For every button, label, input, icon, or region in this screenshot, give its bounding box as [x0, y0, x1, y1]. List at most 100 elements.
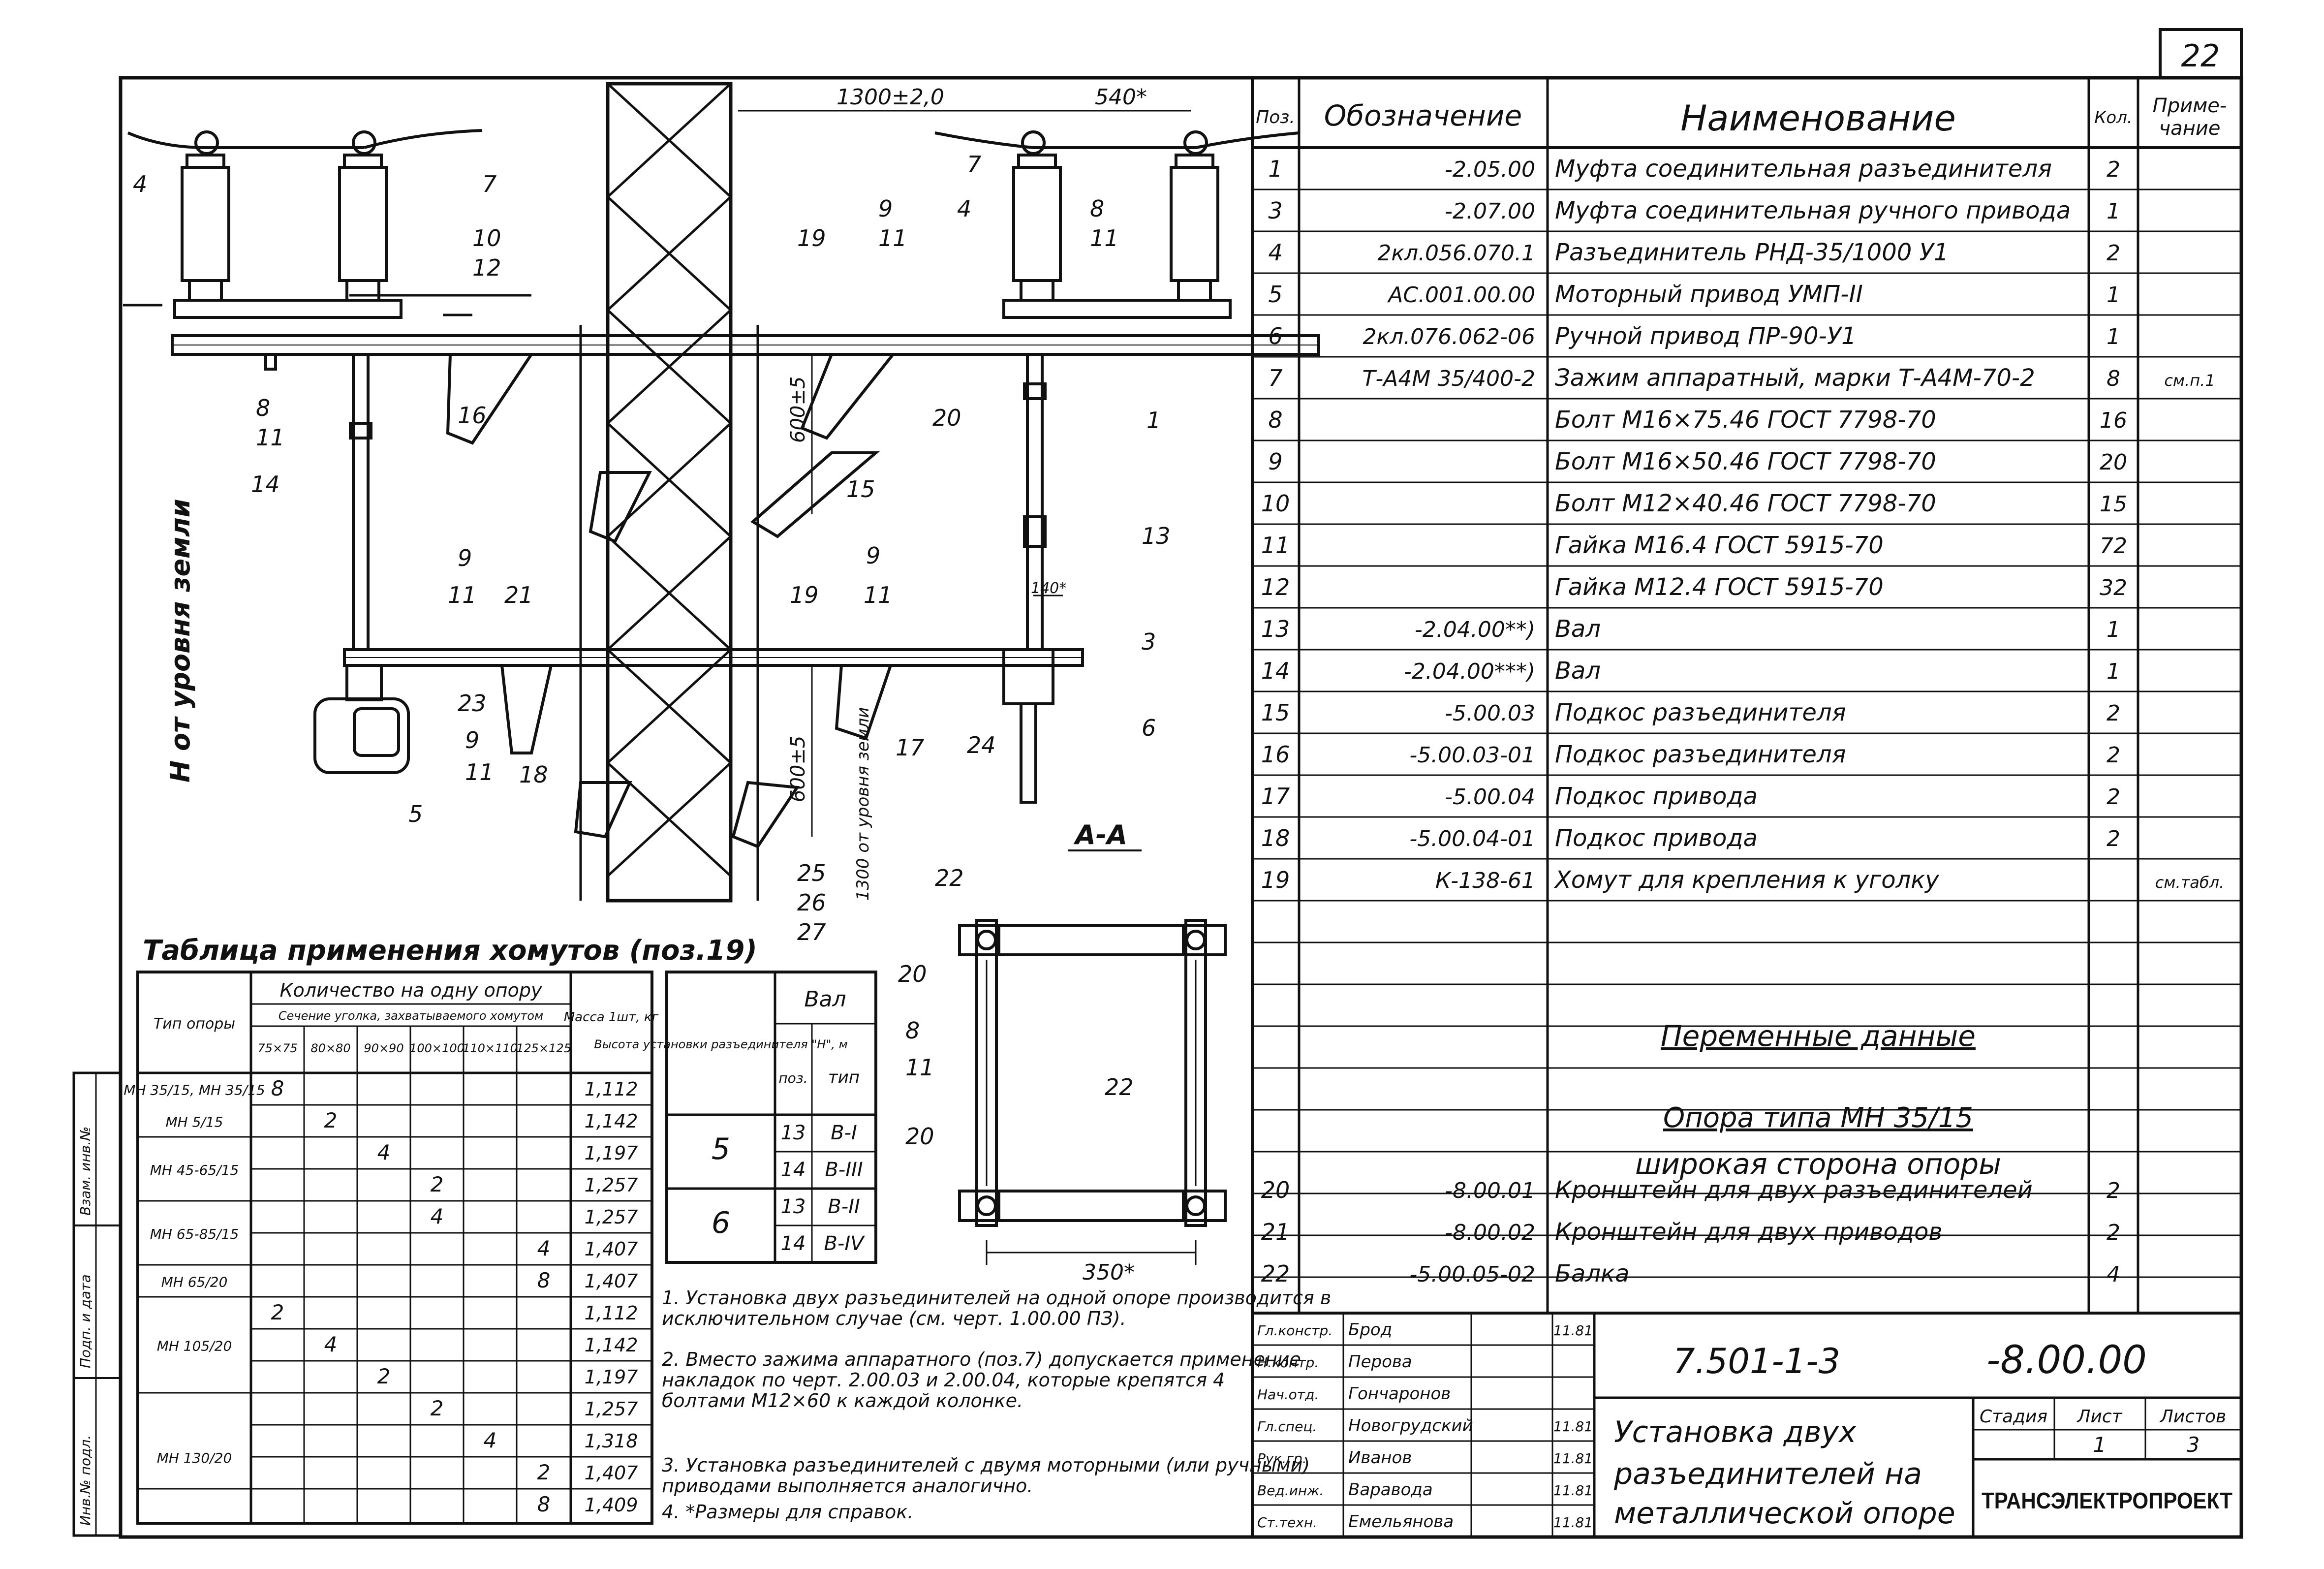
tb-person: Брод: [1348, 1320, 1392, 1340]
shaft-pos: 14: [781, 1232, 806, 1255]
struts: [264, 353, 897, 848]
spec-pos: 20: [1261, 1177, 1290, 1203]
spec-qty: 72: [2100, 533, 2127, 559]
clamp-table-title: Таблица применения хомутов (поз.19): [143, 935, 757, 967]
spec-designation: -5.00.05-02: [1409, 1262, 1535, 1287]
spec-name: Разъединитель РНД-35/1000 У1: [1555, 239, 1949, 266]
callout: 9: [458, 545, 472, 571]
tb-role: Ст.техн.: [1257, 1514, 1317, 1531]
spec-pos: 12: [1261, 574, 1290, 600]
dimension-lines: [738, 110, 1191, 837]
section-a-a: [958, 919, 1227, 1265]
disconnector-left: [127, 129, 483, 319]
sheet-label: Лист: [2076, 1407, 2122, 1427]
stamp-text-3: Инв.№ подл.: [77, 1435, 93, 1526]
spec-pos: 9: [1268, 448, 1282, 475]
stamp-text-1: Взам. инв.№: [77, 1127, 93, 1216]
spec-note: см.п.1: [2164, 371, 2215, 390]
spec-name: Болт М12×40.46 ГОСТ 7798-70: [1555, 490, 1936, 517]
spec-pos: 4: [1268, 239, 1282, 266]
spec-name: Подкос привода: [1555, 824, 1758, 852]
callout: 11: [1090, 225, 1119, 251]
clamp-type: МН 35/15, МН 35/15: [124, 1082, 265, 1098]
clamp-col-mass: Масса 1шт, кг: [564, 1010, 659, 1025]
tb-role: Вед.инж.: [1257, 1482, 1324, 1499]
callout: 9: [878, 195, 893, 222]
dim-600-1: 600±5: [787, 377, 809, 443]
spec-pos: 5: [1268, 281, 1282, 308]
clamp-qty: 2: [537, 1460, 551, 1484]
spec-pos: 1: [1268, 156, 1282, 182]
callout: 9: [465, 727, 479, 753]
tb-person: Перова: [1348, 1352, 1412, 1372]
tb-date: 11.81: [1553, 1514, 1593, 1531]
clamp-section: 80×80: [310, 1041, 350, 1055]
clamp-mass: 1,142: [585, 1334, 638, 1356]
callout: 10: [472, 225, 501, 251]
callout: 15: [846, 476, 875, 502]
notes: 1. Установка двух разъединителей на одно…: [662, 1287, 1331, 1523]
clamp-qty: 4: [377, 1140, 391, 1164]
spec-name: Подкос разъединителя: [1555, 741, 1846, 768]
callout: 22: [1105, 1074, 1134, 1100]
tb-date: 11.81: [1553, 1322, 1593, 1339]
sheet-number: 22: [2181, 38, 2220, 74]
disconnector-right: [934, 130, 1300, 319]
motor-drive: [313, 664, 410, 774]
spec-name: Гайка М12.4 ГОСТ 5915-70: [1555, 573, 1884, 601]
dim-top-2: 540*: [1095, 85, 1147, 110]
support-type: Опора типа МН 35/15: [1663, 1102, 1973, 1134]
clamp-table: Таблица применения хомутов (поз.19) Тип …: [124, 935, 757, 1525]
spec-qty: 2: [2107, 701, 2120, 726]
spec-name: Муфта соединительная разъединителя: [1555, 155, 2052, 183]
shaft-pos: 13: [781, 1122, 806, 1144]
callout: 19: [790, 582, 819, 608]
wide-side-label: широкая сторона опоры: [1635, 1147, 2001, 1181]
spec-designation: Т-А4М 35/400-2: [1363, 366, 1535, 391]
note: 4. *Размеры для справок.: [662, 1501, 913, 1523]
spec-pos: 22: [1261, 1260, 1290, 1287]
spec-pos: 6: [1268, 323, 1282, 349]
ground-text: Н от уровня земли: [165, 499, 196, 783]
spec-name: Муфта соединительная ручного привода: [1555, 197, 2071, 224]
clamp-qty: 2: [431, 1396, 444, 1420]
spec-pos: 8: [1268, 407, 1282, 433]
shaft-type: В-I: [831, 1122, 857, 1144]
spec-qty: 32: [2100, 575, 2127, 600]
callout: 1: [1147, 407, 1161, 434]
spec-qty: 20: [2100, 450, 2127, 475]
spec-qty: 2: [2107, 826, 2120, 851]
callout: 12: [472, 254, 501, 281]
clamp-section: 100×100: [409, 1041, 465, 1055]
callout: 4: [133, 171, 147, 197]
spec-qty: 15: [2100, 492, 2127, 517]
callout: 11: [864, 582, 893, 608]
tb-role: Рук.гр.: [1257, 1450, 1307, 1467]
clamp-qty: 8: [537, 1268, 551, 1292]
callout: 11: [448, 582, 477, 608]
spec-name: Подкос привода: [1555, 783, 1758, 810]
spec-designation: -2.04.00**): [1415, 617, 1535, 642]
dim-top: 1300±2,0: [837, 85, 944, 110]
spec-designation: АС.001.00.00: [1387, 282, 1535, 308]
spec-header-qty: Кол.: [2094, 108, 2132, 127]
spec-qty: 1: [2107, 199, 2120, 224]
sheet-code: -8.00.00: [1986, 1338, 2147, 1382]
clamp-qty: 4: [537, 1236, 551, 1260]
clamp-col-section: Сечение уголка, захватываемого хомутом: [279, 1009, 543, 1023]
spec-qty: 2: [2107, 743, 2120, 768]
clamp-qty: 4: [324, 1332, 338, 1356]
spec-pos: 14: [1261, 658, 1290, 684]
clamp-mass: 1,112: [585, 1302, 638, 1324]
callout: 11: [256, 424, 285, 451]
callout: 27: [797, 919, 826, 945]
spec-designation: -2.05.00: [1445, 157, 1535, 182]
tb-role: Нач.отд.: [1257, 1386, 1319, 1403]
spec-header-name: Наименование: [1680, 97, 1956, 139]
shaft-pos: 13: [781, 1195, 806, 1218]
dim-600-2: 600±5: [787, 736, 809, 802]
callout: 8: [905, 1017, 920, 1044]
spec-pos: 10: [1261, 490, 1290, 517]
callout: 9: [866, 542, 880, 569]
